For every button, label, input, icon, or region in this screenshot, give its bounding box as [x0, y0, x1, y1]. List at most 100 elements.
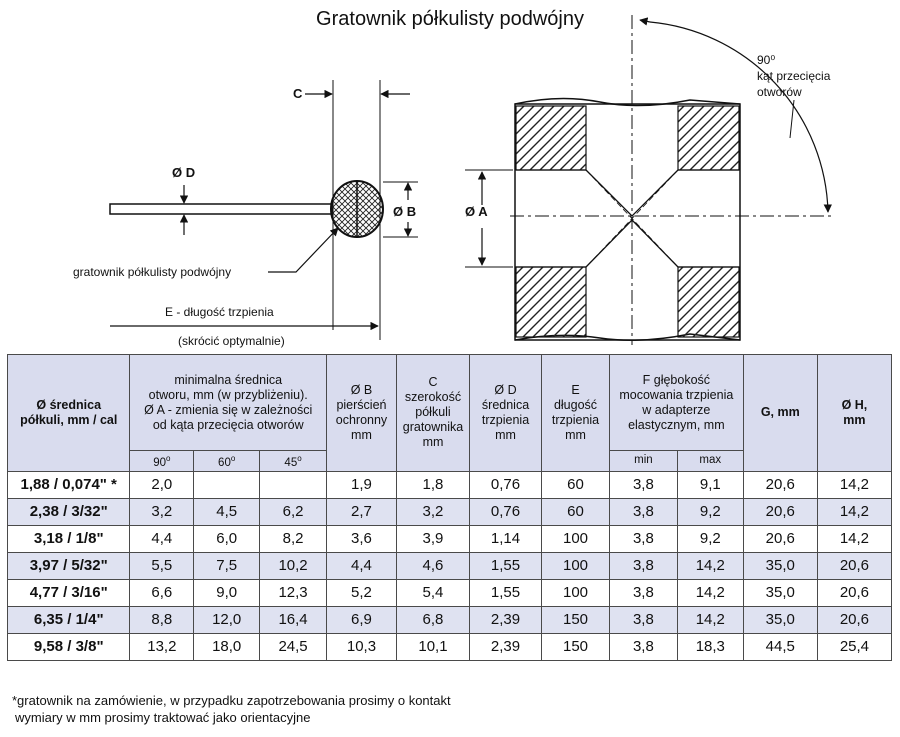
cell-g: 35,0: [742, 551, 818, 580]
cell-h: 14,2: [816, 470, 893, 499]
hatch-top-left: [515, 105, 587, 171]
cell-d: 1,55: [469, 551, 543, 580]
label-e-note: (skrócić optymalnie): [178, 334, 285, 348]
tool-shank: [109, 203, 333, 215]
cell-a90: 13,2: [129, 632, 195, 661]
cell-b: 5,2: [325, 578, 397, 607]
cell-fmin: 3,8: [608, 632, 678, 661]
cell-fmin: 3,8: [608, 524, 678, 553]
header-c: C szerokość półkuli gratownika mm: [395, 354, 471, 472]
cell-a60: 18,0: [193, 632, 261, 661]
header-a60: 60o: [193, 450, 261, 472]
header-size: Ø średnica półkuli, mm / cal: [6, 354, 131, 472]
cell-size: 6,35 / 1/4": [6, 605, 131, 634]
cell-h: 14,2: [816, 524, 893, 553]
header-min-hole-line4: od kąta przecięcia otworów: [152, 417, 304, 432]
label-angle-line2: otworów: [757, 85, 802, 99]
cell-a60: 6,0: [193, 524, 261, 553]
header-f: F głębokość mocowania trzpienia w adapte…: [608, 354, 744, 451]
cell-e: 150: [541, 605, 610, 634]
cell-d: 2,39: [469, 605, 543, 634]
cell-fmax: 9,1: [676, 470, 744, 499]
cell-g: 44,5: [742, 632, 818, 661]
cell-a60: [193, 470, 261, 499]
header-e: E długość trzpienia mm: [541, 354, 610, 472]
header-fmax: max: [676, 450, 744, 472]
cell-a90: 5,5: [129, 551, 195, 580]
header-fmin: min: [608, 450, 678, 472]
header-min-hole-line1: minimalna średnica: [174, 372, 283, 387]
label-e: E - długość trzpienia: [165, 305, 274, 319]
cell-size: 9,58 / 3/8": [6, 632, 131, 661]
cell-size: 4,77 / 3/16": [6, 578, 131, 607]
hatch-bottom-left: [515, 266, 587, 338]
label-angle-value: 90⁰: [757, 53, 775, 67]
label-d: Ø D: [172, 165, 195, 180]
cell-h: 20,6: [816, 578, 893, 607]
cell-c: 6,8: [395, 605, 471, 634]
header-b: Ø B pierścień ochronny mm: [325, 354, 397, 472]
cell-a60: 7,5: [193, 551, 261, 580]
header-min-hole-line3: Ø A - zmienia się w zależności: [144, 402, 313, 417]
cell-c: 1,8: [395, 470, 471, 499]
cell-b: 6,9: [325, 605, 397, 634]
cell-size: 1,88 / 0,074" *: [6, 470, 131, 499]
tool-side-view: [109, 80, 418, 340]
cell-size: 3,97 / 5/32": [6, 551, 131, 580]
header-a45: 45o: [259, 450, 327, 472]
page-title: Gratownik półkulisty podwójny: [316, 8, 584, 30]
cell-a60: 12,0: [193, 605, 261, 634]
cell-fmax: 9,2: [676, 524, 744, 553]
cell-h: 20,6: [816, 551, 893, 580]
footnote-dimensions: wymiary w mm prosimy traktować jako orie…: [15, 710, 311, 725]
cell-size: 2,38 / 3/32": [6, 497, 131, 526]
cell-g: 20,6: [742, 524, 818, 553]
cell-d: 0,76: [469, 497, 543, 526]
cell-d: 0,76: [469, 470, 543, 499]
hatch-top-right: [677, 105, 740, 171]
cell-fmin: 3,8: [608, 605, 678, 634]
cell-h: 14,2: [816, 497, 893, 526]
header-h: Ø H, mm: [816, 354, 893, 472]
cross-section-view: [465, 15, 832, 345]
cell-b: 1,9: [325, 470, 397, 499]
cell-a90: 4,4: [129, 524, 195, 553]
header-d: Ø D średnica trzpienia mm: [469, 354, 543, 472]
cell-fmax: 14,2: [676, 605, 744, 634]
cell-g: 35,0: [742, 605, 818, 634]
cell-a45: 10,2: [259, 551, 327, 580]
cell-a45: 8,2: [259, 524, 327, 553]
cell-c: 10,1: [395, 632, 471, 661]
cell-h: 25,4: [816, 632, 893, 661]
label-c: C: [293, 86, 303, 101]
cell-fmax: 9,2: [676, 497, 744, 526]
cell-b: 3,6: [325, 524, 397, 553]
cell-fmin: 3,8: [608, 578, 678, 607]
cell-a45: 24,5: [259, 632, 327, 661]
spec-table: Ø średnica półkuli, mm / cal minimalna ś…: [6, 354, 893, 661]
footnote-order: *gratownik na zamówienie, w przypadku za…: [12, 693, 451, 708]
label-a: Ø A: [465, 204, 488, 219]
header-f-line3: w adapterze: [642, 402, 711, 417]
cell-b: 2,7: [325, 497, 397, 526]
hatch-bottom-right: [677, 266, 740, 338]
cell-a45: 12,3: [259, 578, 327, 607]
label-b: Ø B: [393, 204, 416, 219]
cell-fmin: 3,8: [608, 551, 678, 580]
cell-h: 20,6: [816, 605, 893, 634]
cell-c: 5,4: [395, 578, 471, 607]
cell-fmin: 3,8: [608, 470, 678, 499]
cell-fmin: 3,8: [608, 497, 678, 526]
cell-c: 3,2: [395, 497, 471, 526]
header-g: G, mm: [742, 354, 818, 472]
cell-a45: 6,2: [259, 497, 327, 526]
header-f-line4: elastycznym, mm: [628, 417, 725, 432]
cell-e: 100: [541, 578, 610, 607]
cell-e: 150: [541, 632, 610, 661]
cell-b: 4,4: [325, 551, 397, 580]
cell-c: 4,6: [395, 551, 471, 580]
